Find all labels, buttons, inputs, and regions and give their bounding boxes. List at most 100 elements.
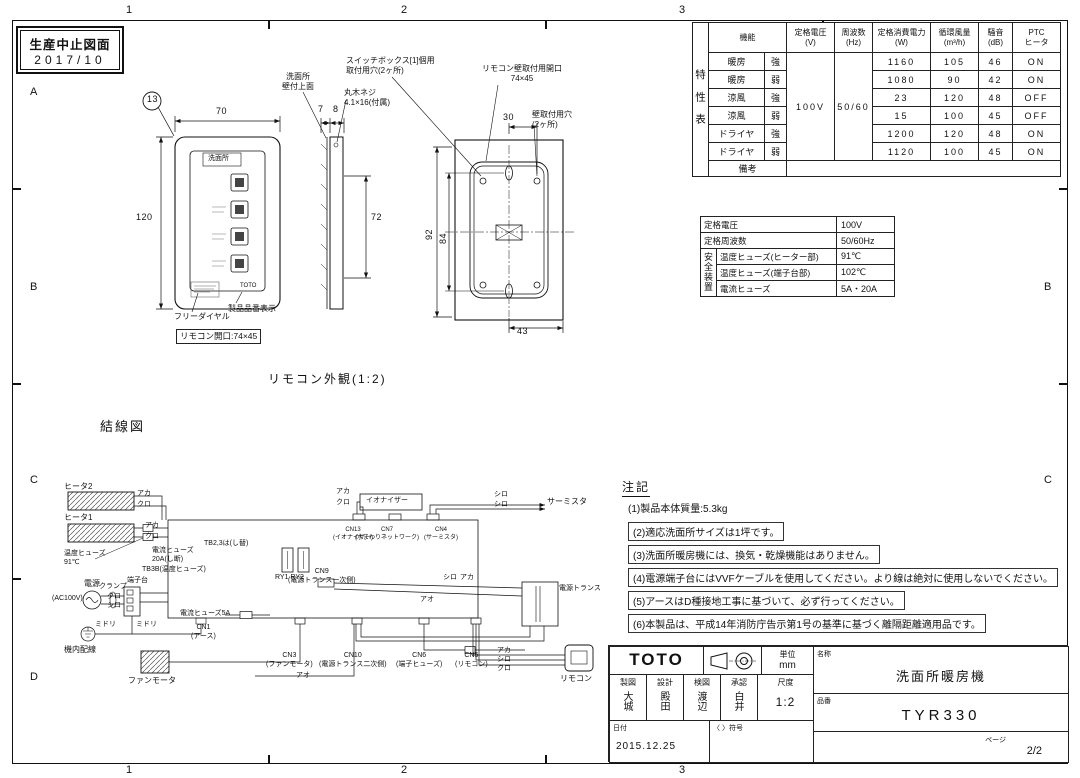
wire-kuro-4: クロ — [336, 499, 350, 506]
zone-tick — [545, 755, 547, 764]
zone-tick — [12, 578, 21, 580]
wire-kuro-5: クロ — [497, 665, 511, 672]
note-item-1: (1)製品本体質量:5.3kg — [628, 504, 728, 515]
label-cn1: CN1 (アース) — [191, 624, 216, 640]
label-current-fuse-5a: 電流ヒューズ5A — [180, 610, 231, 617]
sign-cell: 〈 〉符号 — [709, 720, 814, 763]
spec-col-airflow: 循環風量 (m³/h) — [930, 22, 979, 53]
approver-cell: 承認 白井 — [720, 674, 758, 721]
label-terminal-block: 端子台 — [127, 577, 148, 584]
button-micro-text-marks — [212, 206, 226, 267]
stamp-date: 2017/10 — [34, 53, 106, 67]
dim-30: 30 — [503, 112, 515, 122]
label-heater1: ヒータ1 — [64, 513, 93, 522]
wire-kuro-3: クロ — [107, 593, 121, 600]
wire-shiro-4: シロ — [443, 574, 457, 581]
remote-buttons — [230, 173, 249, 273]
label-wood-screw: 丸木ネジ 4.1×16(付属) — [344, 88, 391, 107]
label-ionizer: イオナイザー — [366, 497, 408, 504]
wire-shiro-5: シロ — [497, 656, 511, 663]
label-power: 電源 — [84, 579, 100, 588]
projection-symbol-svg — [710, 652, 756, 670]
zone-label-bottom-1: 1 — [126, 764, 133, 776]
unit-label: 単位 — [779, 650, 796, 659]
wire-ao-1: アオ — [420, 596, 434, 603]
label-tb3b: TB3B(温度ヒューズ) — [142, 566, 206, 573]
designer-label: 設計 — [657, 678, 673, 687]
page-value: 2/2 — [1026, 745, 1042, 757]
unit-value: mm — [779, 660, 796, 671]
date-label: 日付 — [613, 725, 627, 732]
wire-midori-2: ミドリ — [136, 621, 157, 628]
approver-name: 白井 — [732, 691, 743, 711]
scale-value: 1:2 — [775, 695, 796, 709]
wire-aka-3: アカ — [336, 488, 350, 495]
spec-voltage: 100V — [786, 52, 835, 161]
name-cell: 名称 洗面所暖房機 — [813, 646, 1069, 694]
label-product-number: 製品品番表示 — [228, 304, 276, 313]
label-internal-wiring: 機内配線 — [64, 645, 96, 654]
drafter-name: 大城 — [621, 691, 632, 711]
name-label: 名称 — [817, 651, 831, 658]
back-dimensions — [433, 123, 564, 333]
zone-tick — [545, 20, 547, 29]
spec-col-voltage: 定格電圧 (V) — [786, 22, 835, 53]
dim-120: 120 — [136, 212, 153, 222]
side-view — [302, 91, 347, 310]
discontinued-stamp: 生産中止図面 2017/10 — [16, 26, 124, 74]
zone-label-top-1: 1 — [126, 4, 133, 16]
zone-label-left-b: B — [30, 281, 38, 293]
zone-tick — [268, 755, 270, 764]
dim-72: 72 — [371, 212, 383, 222]
leader-lines — [391, 76, 538, 177]
unit-cell: 単位 mm — [761, 646, 814, 675]
label-tb23: TB2,3は(し替) — [204, 540, 249, 547]
stamp-title: 生産中止図面 — [29, 38, 111, 52]
zone-label-right-c: C — [1044, 474, 1052, 486]
label-current-fuse-20a: 電流ヒューズ 20A(し断) — [152, 547, 194, 563]
side-dimensions — [320, 118, 371, 279]
front-brand: TOTO — [240, 283, 257, 289]
remote-views-caption: リモコン外観(1:2) — [268, 372, 387, 386]
product-label-marks — [190, 281, 220, 298]
wire-ao-2: アオ — [296, 672, 310, 679]
zone-label-bottom-3: 3 — [679, 764, 686, 776]
remote-drawing-svg — [142, 76, 575, 333]
zone-tick — [1059, 383, 1068, 385]
label-remote-wall-opening: リモコン壁取付用開口 74×45 — [482, 64, 562, 83]
label-thermistor: サーミスタ — [547, 497, 587, 506]
safety-table: 定格電圧 100V 定格周波数 50/60Hz 安全装置 温度ヒューズ(ヒーター… — [699, 216, 896, 297]
dim-70: 70 — [216, 106, 228, 116]
safety-value: 5A・20A — [836, 280, 896, 297]
pcb-outline — [167, 519, 479, 619]
dim-92: 92 — [424, 228, 434, 240]
notes-title: 注記 — [622, 478, 651, 497]
label-cn9: CN9 (電源トランス一次側) — [288, 568, 356, 584]
balloon-13: 13 — [147, 94, 159, 104]
wiring-diagram-title: 結線図 — [100, 419, 146, 434]
wiring-diagram-svg — [67, 491, 594, 677]
label-cn4: CN4 (サーミスタ) — [424, 527, 458, 541]
spec-table: 特性表 機能 定格電圧 (V) 周波数 (Hz) 定格消費電力 (W) 循環風量… — [692, 22, 1061, 177]
title-block: TOTO 単位 mm 名称 洗面所暖房機 製図 大城 設計 殿田 検図 — [608, 645, 1069, 763]
spec-col-freq: 周波数 (Hz) — [834, 22, 873, 53]
zone-tick — [268, 20, 270, 29]
label-cn6: CN6 (端子ヒューズ) — [396, 652, 443, 668]
note-item-4: (4)電源端子台にはVVFケーブルを使用してください。より線は絶対に使用しないで… — [628, 568, 1058, 587]
label-remocon: リモコン — [560, 674, 592, 683]
approver-label: 承認 — [731, 678, 747, 687]
thermistor-wires — [429, 502, 545, 514]
zone-label-left-c: C — [30, 474, 38, 486]
label-remote-opening: リモコン開口:74×45 — [176, 329, 262, 344]
product-name: 洗面所暖房機 — [895, 669, 986, 684]
zone-label-top-2: 2 — [401, 4, 408, 16]
label-power-transformer: 電源トランス — [559, 585, 601, 592]
remocon-symbol — [564, 644, 594, 672]
label-ac100v: (AC100V) — [52, 595, 83, 602]
scale-cell: 尺度 1:2 — [757, 674, 814, 721]
label-cn7: CN7 (水まわりネットワーク) — [355, 527, 419, 541]
fuse-5a-symbol — [225, 611, 270, 619]
ionizer-symbol — [356, 493, 423, 514]
